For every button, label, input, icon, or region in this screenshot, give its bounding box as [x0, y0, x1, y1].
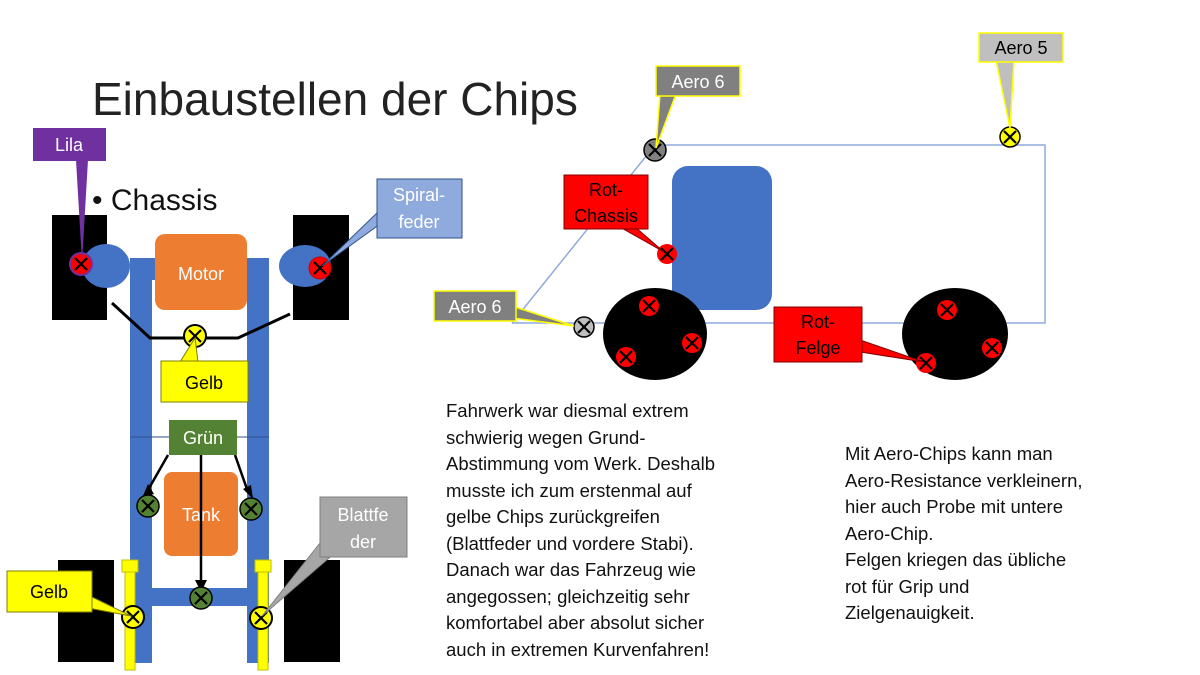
callout-rot-chassis-line1: Rot-	[589, 180, 623, 200]
chip-felge-rear-left[interactable]	[916, 353, 936, 373]
chip-lila[interactable]	[69, 252, 93, 276]
callout-spiral-line1: Spiral-	[393, 185, 445, 205]
callout-spiralfeder: Spiral- feder	[321, 178, 463, 267]
cabin	[672, 166, 772, 310]
callout-lila-label: Lila	[55, 135, 84, 155]
callout-gelb-left: Gelb	[6, 570, 132, 617]
rear-right-wheel	[284, 560, 340, 662]
bullet-chassis-text: Chassis	[110, 184, 218, 217]
chip-gruen-right[interactable]	[239, 497, 263, 521]
callout-aero6-top-label: Aero 6	[671, 72, 724, 92]
chip-aero5[interactable]	[999, 126, 1021, 148]
callout-rot-chassis: Rot- Chassis	[563, 174, 665, 253]
chip-rot-chassis[interactable]	[657, 244, 677, 264]
chip-felge-front-left[interactable]	[616, 347, 636, 367]
slide-title: Einbaustellen der Chips	[92, 73, 578, 125]
motor-label: Motor	[178, 264, 224, 284]
callout-rot-felge-line2: Felge	[795, 338, 840, 358]
left-spring-mount	[82, 244, 130, 288]
chip-felge-front-right[interactable]	[682, 333, 702, 353]
chip-aero6-bottom[interactable]	[573, 316, 595, 338]
callout-aero6-top: Aero 6	[655, 65, 741, 149]
chip-gelb-blattfeder-left[interactable]	[121, 605, 145, 629]
chip-felge-rear-top[interactable]	[937, 300, 957, 320]
chip-gruen-left[interactable]	[136, 494, 160, 518]
chip-aero6-top[interactable]	[643, 138, 667, 162]
callout-rot-felge-line1: Rot-	[801, 312, 835, 332]
callout-gruen-label: Grün	[183, 428, 223, 448]
callout-aero5: Aero 5	[978, 32, 1064, 129]
paragraph-aero: Mit Aero-Chips kann man Aero-Resistance …	[845, 443, 1083, 623]
bullet-chassis: • Chassis	[92, 184, 218, 217]
callout-rot-felge: Rot- Felge	[773, 306, 925, 363]
paragraph-fahrwerk: Fahrwerk war diesmal extrem schwierig we…	[446, 400, 716, 660]
chip-gruen-rear[interactable]	[189, 586, 213, 610]
callout-lila: Lila	[33, 128, 106, 262]
callout-gruen: Grün	[169, 420, 237, 455]
callout-blattfeder: Blattfe der	[261, 496, 408, 617]
callout-aero6-bottom-label: Aero 6	[448, 297, 501, 317]
callout-aero6-bottom: Aero 6	[433, 290, 575, 327]
callout-gelb-left-label: Gelb	[30, 582, 68, 602]
callout-blattfeder-line1: Blattfe	[337, 505, 388, 525]
callout-spiral-line2: feder	[398, 212, 439, 232]
chassis-top-view: Motor Tank Lila	[6, 128, 463, 671]
callout-gelb-center-label: Gelb	[185, 373, 223, 393]
callout-gelb-center: Gelb	[160, 336, 249, 403]
side-view: Rot- Felge Rot- Chassis Aero 6 Aero 5	[433, 32, 1064, 380]
callout-aero5-label: Aero 5	[994, 38, 1047, 58]
callout-blattfeder-line2: der	[350, 532, 376, 552]
chip-felge-front-top[interactable]	[639, 296, 659, 316]
callout-rot-chassis-line2: Chassis	[574, 206, 638, 226]
chip-felge-rear-right[interactable]	[982, 338, 1002, 358]
motor-block	[155, 234, 247, 310]
